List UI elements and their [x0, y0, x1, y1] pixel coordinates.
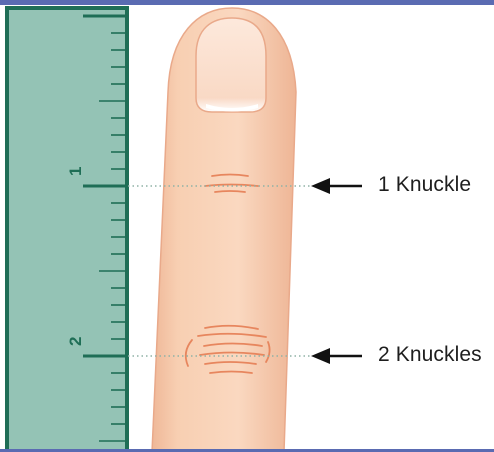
arrow-1-head [311, 178, 330, 194]
ruler-body [7, 8, 127, 452]
arrow-2-head [311, 348, 330, 364]
ruler-mark-2-label: 2 [66, 337, 85, 346]
ruler-mark-1-label: 1 [66, 167, 85, 176]
arrow-1 [311, 178, 362, 194]
fingernail [196, 18, 266, 112]
arrow-2 [311, 348, 362, 364]
crease-1c [215, 191, 245, 192]
ruler: 1 2 [7, 8, 127, 452]
knuckle-1-label: 1 Knuckle [378, 173, 471, 197]
knuckle-2-label: 2 Knuckles [378, 343, 482, 367]
finger [152, 8, 296, 452]
